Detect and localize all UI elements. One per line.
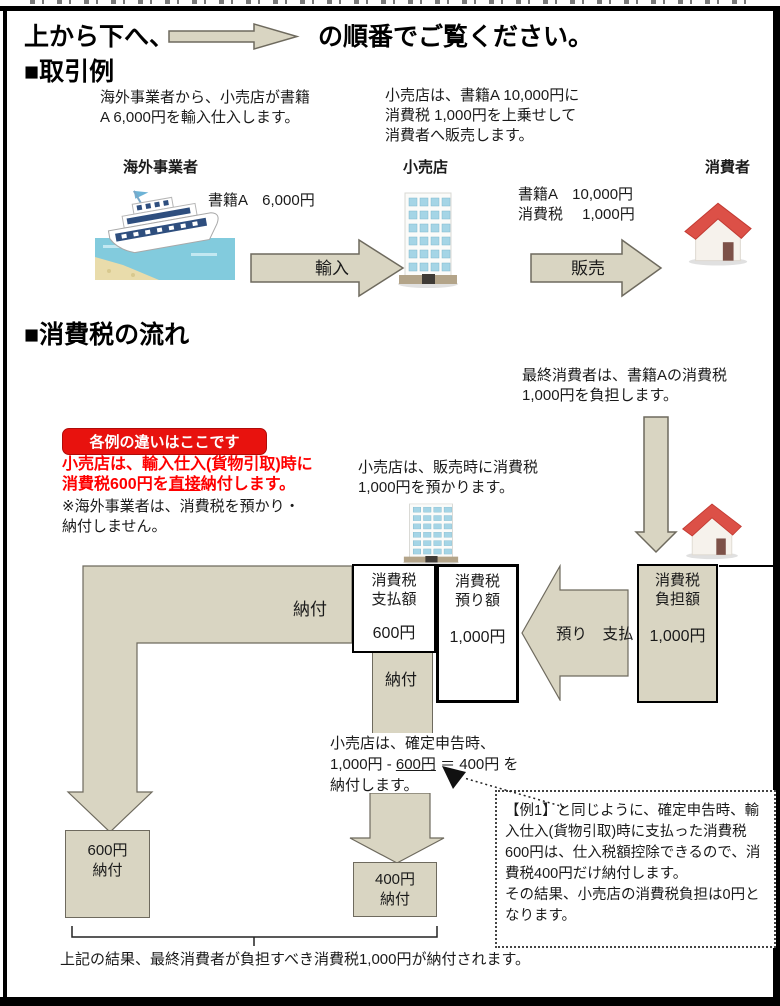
import-arrow: 輸入 [250,238,405,298]
reading-order-arrow-icon [168,23,300,50]
tax-burden-box: 消費税 負担額 1,000円 [637,564,718,703]
footer-summary-note: 上記の結果、最終消費者が負担すべき消費税1,000円が納付されます。 [60,951,530,968]
payment-400-flow-arrow [349,793,445,864]
settlement-line2-pre: 1,000円 - [330,756,396,773]
nofu-label-mid: 納付 [385,672,418,689]
red-difference-note: 小売店は、輸入仕入(貨物引取)時に 消費税600円を直接納付します。 [62,455,362,495]
settlement-note: 小売店は、確定申告時、 1,000円 - 600円 ＝ 400円 を 納付します… [330,733,568,796]
nofu-band-mid [372,653,433,738]
summary-brace [71,926,438,946]
tax-paid-amount: 600円 [372,625,416,642]
tax-burden-amount: 1,000円 [649,628,706,645]
red-note-underlined: 直接 [168,476,201,493]
red-note-line1: 小売店は、輸入仕入(貨物引取)時に [62,456,313,473]
frame-border-bottom [0,997,780,1006]
frame-border-left [3,6,7,997]
ship-icon [95,190,235,280]
settlement-underlined: 600円 [395,756,436,773]
payment-400-box: 400円 納付 [353,862,437,917]
difference-badge: 各例の違いはここです [62,428,267,455]
frame-border-right [773,6,780,997]
collect-pay-arrow [521,564,629,701]
tax-burden-title: 消費税 負担額 [654,572,700,608]
burden-box-edge-line [719,565,774,567]
consumer-down-arrow [634,416,678,554]
page-title-prefix: 上から下へ、 [24,23,175,51]
entity-label-consumer: 消費者 [705,159,751,176]
house-icon-2 [682,503,742,560]
price-label-sale: 書籍A 10,000円 消費税 1,000円 [518,186,635,223]
settlement-line3: 納付します。 [330,777,419,794]
page-title-suffix: の順番でご覧ください。 [318,23,594,51]
retail-collect-note: 小売店は、販売時に消費税 1,000円を預かります。 [358,459,539,496]
sale-arrow: 販売 [530,238,663,298]
red-note-line2-pre: 消費税600円を [62,476,169,493]
settlement-line1: 小売店は、確定申告時、 [330,735,496,752]
clipped-text-fragments [30,0,750,4]
consumer-burden-note: 最終消費者は、書籍Aの消費税 1,000円を負担します。 [522,367,728,404]
entity-label-overseas: 海外事業者 [123,159,199,176]
settlement-line2-post: ＝ 400円 を [435,756,519,773]
building-icon [398,192,458,288]
tax-kept-title: 消費税 預り額 [454,573,500,609]
tax-kept-amount: 1,000円 [449,629,506,646]
sale-arrow-label: 販売 [571,259,605,278]
red-note-line2-post: 納付します。 [200,476,296,493]
frame-border-top [0,6,780,11]
supplier-note: ※海外事業者は、消費税を預かり・ 納付しません。 [62,498,300,535]
house-icon [684,202,752,266]
nofu-label-left: 納付 [293,600,327,619]
tax-paid-title: 消費税 支払額 [371,572,417,608]
payment-600-box: 600円 納付 [65,830,150,918]
building-icon-2 [402,503,460,565]
section-heading-transaction: ■取引例 [24,58,115,86]
section-heading-flow: ■消費税の流れ [24,321,190,349]
price-label-import: 書籍A 6,000円 [208,192,315,209]
intro-text-import: 海外事業者から、小売店が書籍 A 6,000円を輸入仕入します。 [100,89,311,126]
tax-kept-box: 消費税 預り額 1,000円 [436,564,519,703]
collect-pay-label: 預り 支払 [556,626,634,643]
example-pointer-arrow [442,766,565,808]
tax-paid-box: 消費税 支払額 600円 [352,564,436,653]
example1-note-box: 【例1】と同じように、確定申告時、輸入仕入(貨物引取)時に支払った消費税600円… [495,790,776,948]
intro-text-sale: 小売店は、書籍A 10,000円に 消費税 1,000円を上乗せして 消費者へ販… [385,87,580,144]
entity-label-retail: 小売店 [403,159,449,176]
import-arrow-label: 輸入 [315,259,349,278]
